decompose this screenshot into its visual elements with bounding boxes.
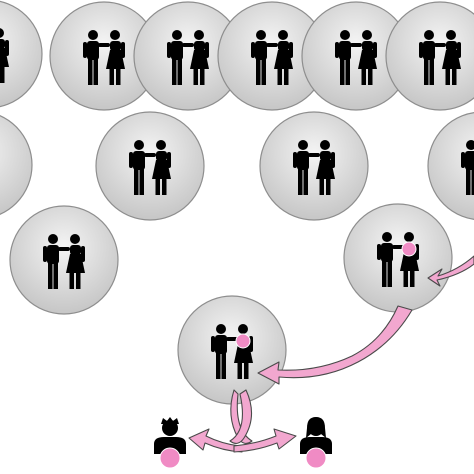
couple-node <box>0 115 33 215</box>
offspring-boy <box>154 417 186 469</box>
couple-node <box>343 203 453 313</box>
carrier-marker <box>401 241 417 257</box>
couple-node <box>0 0 43 108</box>
couple-bubble <box>0 0 43 108</box>
couple-bubble <box>177 295 287 405</box>
couple-node <box>427 112 474 220</box>
carrier-marker <box>305 447 327 469</box>
couple-node <box>95 111 205 221</box>
couple-bubble <box>0 115 33 215</box>
couple-bubble <box>427 112 474 220</box>
couple-node <box>385 1 474 111</box>
couple-bubble <box>95 111 205 221</box>
couple-bubble <box>9 205 119 315</box>
couple-node <box>177 295 287 405</box>
curved-arrow <box>230 389 253 444</box>
curved-arrow <box>229 389 253 444</box>
curved-arrow <box>233 428 297 453</box>
curved-arrow <box>427 255 474 287</box>
carrier-marker <box>159 447 181 469</box>
curved-arrow <box>257 305 413 385</box>
couple-node <box>9 205 119 315</box>
couple-node <box>259 111 369 221</box>
offspring-girl <box>300 417 332 469</box>
curved-arrow <box>188 428 243 453</box>
carrier-marker <box>235 333 251 349</box>
couple-bubble <box>259 111 369 221</box>
couple-bubble <box>343 203 453 313</box>
